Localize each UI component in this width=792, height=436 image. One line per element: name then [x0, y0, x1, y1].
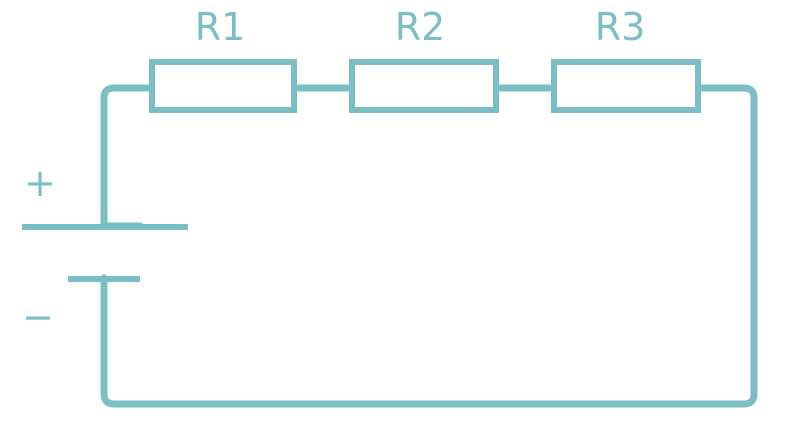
positive-sign: +: [24, 161, 56, 205]
resistor-r2: [349, 59, 499, 113]
resistor-label-r3: R3: [595, 5, 646, 49]
resistor-label-r1: R1: [195, 5, 246, 49]
resistor-r1: [149, 59, 297, 113]
negative-sign: −: [22, 295, 54, 339]
resistor-r3: [551, 59, 701, 113]
resistor-label-r2: R2: [395, 5, 446, 49]
circuit-wire: [100, 84, 758, 408]
